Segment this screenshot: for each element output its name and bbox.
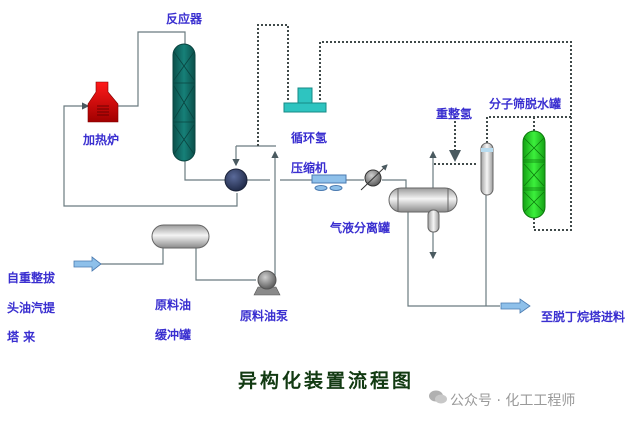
wechat-icon (429, 390, 447, 404)
molecular-sieve-dryer[interactable] (522, 130, 546, 219)
hydrogen-lines (257, 24, 572, 231)
feed-inlet-arrow-icon (73, 256, 102, 272)
feed-to-buffer-line (98, 248, 164, 265)
furnace-label: 加热炉 (83, 133, 120, 147)
stabilizer-top-line (486, 116, 571, 147)
compressor-label: 压缩机 (291, 161, 328, 175)
feed-source-label-2: 头油汽提 (7, 301, 56, 315)
product-outlet-arrow-icon (500, 298, 531, 314)
reactor[interactable] (172, 43, 196, 162)
gas-liquid-separator[interactable] (388, 187, 458, 233)
furnace-coil-icon (97, 105, 109, 116)
separator-bottom-line (407, 212, 500, 307)
cooler[interactable] (360, 164, 388, 191)
separator-label: 气液分离罐 (330, 221, 391, 235)
recycle-hydrogen-compressor[interactable] (283, 87, 327, 113)
feed-buffer-tank[interactable] (151, 224, 210, 249)
exchanger-to-furnace-line (63, 102, 238, 207)
dryer-to-compressor-line (319, 41, 572, 231)
reformer-h2-label: 重整氢 (436, 107, 473, 121)
heat-exchanger[interactable] (224, 168, 248, 192)
stabilizer-column[interactable] (480, 142, 494, 196)
furnace-to-reactor-line (118, 31, 186, 107)
process-lines (63, 31, 500, 307)
heating-furnace[interactable] (87, 81, 119, 123)
feed-source-label-3: 塔 来 (7, 330, 36, 344)
mol-sieve-label: 分子筛脱水罐 (489, 97, 562, 111)
diagram-title: 异构化装置流程图 (238, 370, 415, 392)
buffer-tank-label-1: 原料油 (155, 298, 192, 312)
product-outlet-label: 至脱丁烷塔进料 (541, 310, 626, 324)
buffer-tank-label-2: 缓冲罐 (155, 328, 192, 342)
reactor-to-exchanger-line (184, 160, 225, 181)
cooler-to-separator-line (382, 179, 407, 188)
reactor-label: 反应器 (166, 12, 203, 26)
buffer-to-pump-line (195, 248, 256, 281)
booster-compressor[interactable] (311, 174, 347, 191)
feed-pump[interactable] (253, 270, 281, 296)
recycle-h2-label: 循环氢 (291, 131, 328, 145)
feed-source-label-1: 自重整拔 (7, 271, 56, 285)
recycle-h2-loop-line (257, 24, 289, 146)
watermark: 公众号 · 化工工程师 (450, 393, 576, 409)
feed-pump-label: 原料油泵 (240, 309, 289, 323)
